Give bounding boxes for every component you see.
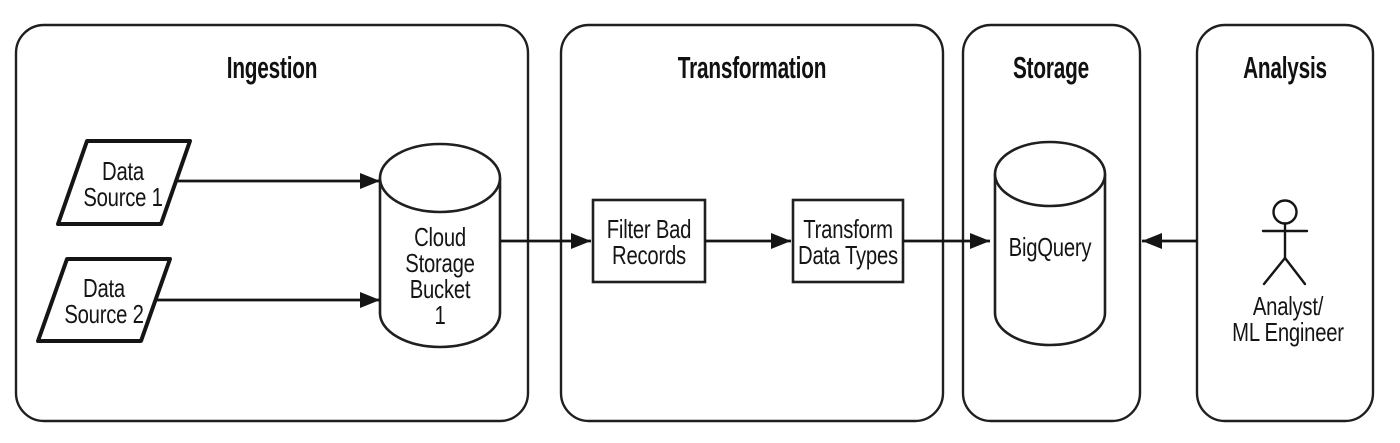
transform-data-types-label: Transform Data Types (798, 214, 898, 270)
ingestion-panel-title: Ingestion (226, 50, 318, 85)
person-icon (1261, 199, 1309, 286)
data-source-1-parallelogram-icon (56, 139, 192, 226)
analysis-panel (1195, 23, 1375, 423)
filter-bad-records-box (591, 198, 707, 284)
analyst-ml-engineer-label: Analyst/ ML Engineer (1232, 291, 1344, 347)
cloud-storage-bucket-label: Cloud Storage Bucket 1 (405, 222, 475, 330)
storage-panel (961, 23, 1142, 423)
data-source-1-label: Data Source 1 (83, 156, 163, 212)
transformation-panel (559, 23, 945, 423)
analysis-panel-title: Analysis (1243, 50, 1327, 85)
cloud-storage-cylinder-icon (378, 142, 502, 349)
transformation-panel-title: Transformation (677, 50, 827, 85)
bigquery-label: BigQuery (1008, 232, 1092, 262)
data-source-2-parallelogram-icon (36, 257, 172, 343)
ingestion-panel (14, 23, 530, 423)
storage-panel-title: Storage (1013, 50, 1089, 85)
transform-data-types-box (791, 198, 905, 284)
filter-bad-records-label: Filter Bad Records (606, 214, 692, 270)
data-source-2-label: Data Source 2 (64, 273, 144, 329)
bigquery-cylinder-icon (993, 140, 1107, 347)
